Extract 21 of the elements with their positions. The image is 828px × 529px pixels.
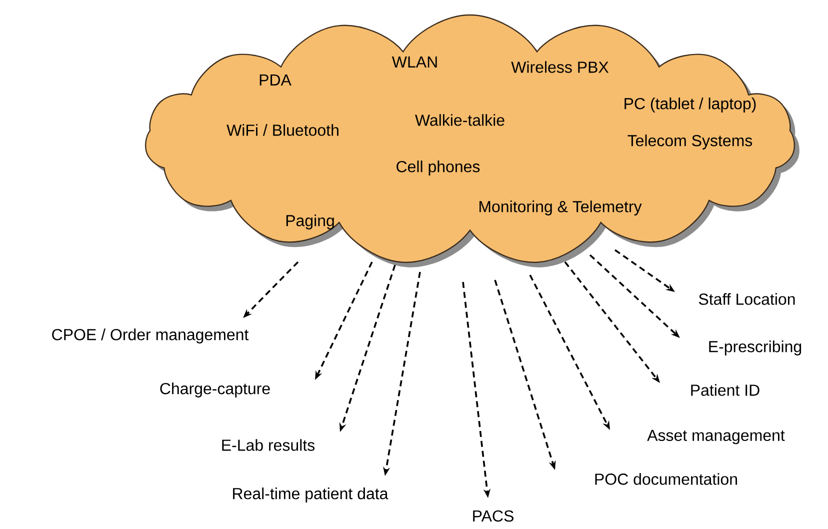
- cloud-label: Walkie-talkie: [415, 114, 504, 126]
- cloud-label: PC (tablet / laptop): [624, 98, 756, 112]
- cloud-label: Cell phones: [396, 160, 480, 176]
- cloud-label: Wireless PBX: [511, 61, 609, 73]
- cloud-label: Monitoring & Telemetry: [480, 200, 642, 216]
- cloud-label: PDA: [260, 74, 292, 86]
- item-label: Asset management: [647, 430, 785, 444]
- cloud-label: Paging: [286, 214, 334, 230]
- item-label: Staff Location: [698, 293, 795, 305]
- cloud-label: WiFi / Bluetooth: [226, 124, 338, 136]
- item-label: E-Lab results: [222, 439, 315, 451]
- item-label: Real-time patient data: [233, 488, 388, 502]
- item-label: PACS: [473, 510, 514, 522]
- item-label: Patient ID: [691, 384, 760, 396]
- item-label: CPOE / Order management: [52, 328, 249, 344]
- cloud: [144, 14, 800, 268]
- item-label: POC documentation: [595, 473, 737, 485]
- cloud-label: WLAN: [392, 56, 437, 68]
- item-label: E-prescribing: [709, 340, 802, 356]
- cloud-label: Telecom Systems: [628, 134, 752, 150]
- item-label: Charge-capture: [160, 382, 270, 398]
